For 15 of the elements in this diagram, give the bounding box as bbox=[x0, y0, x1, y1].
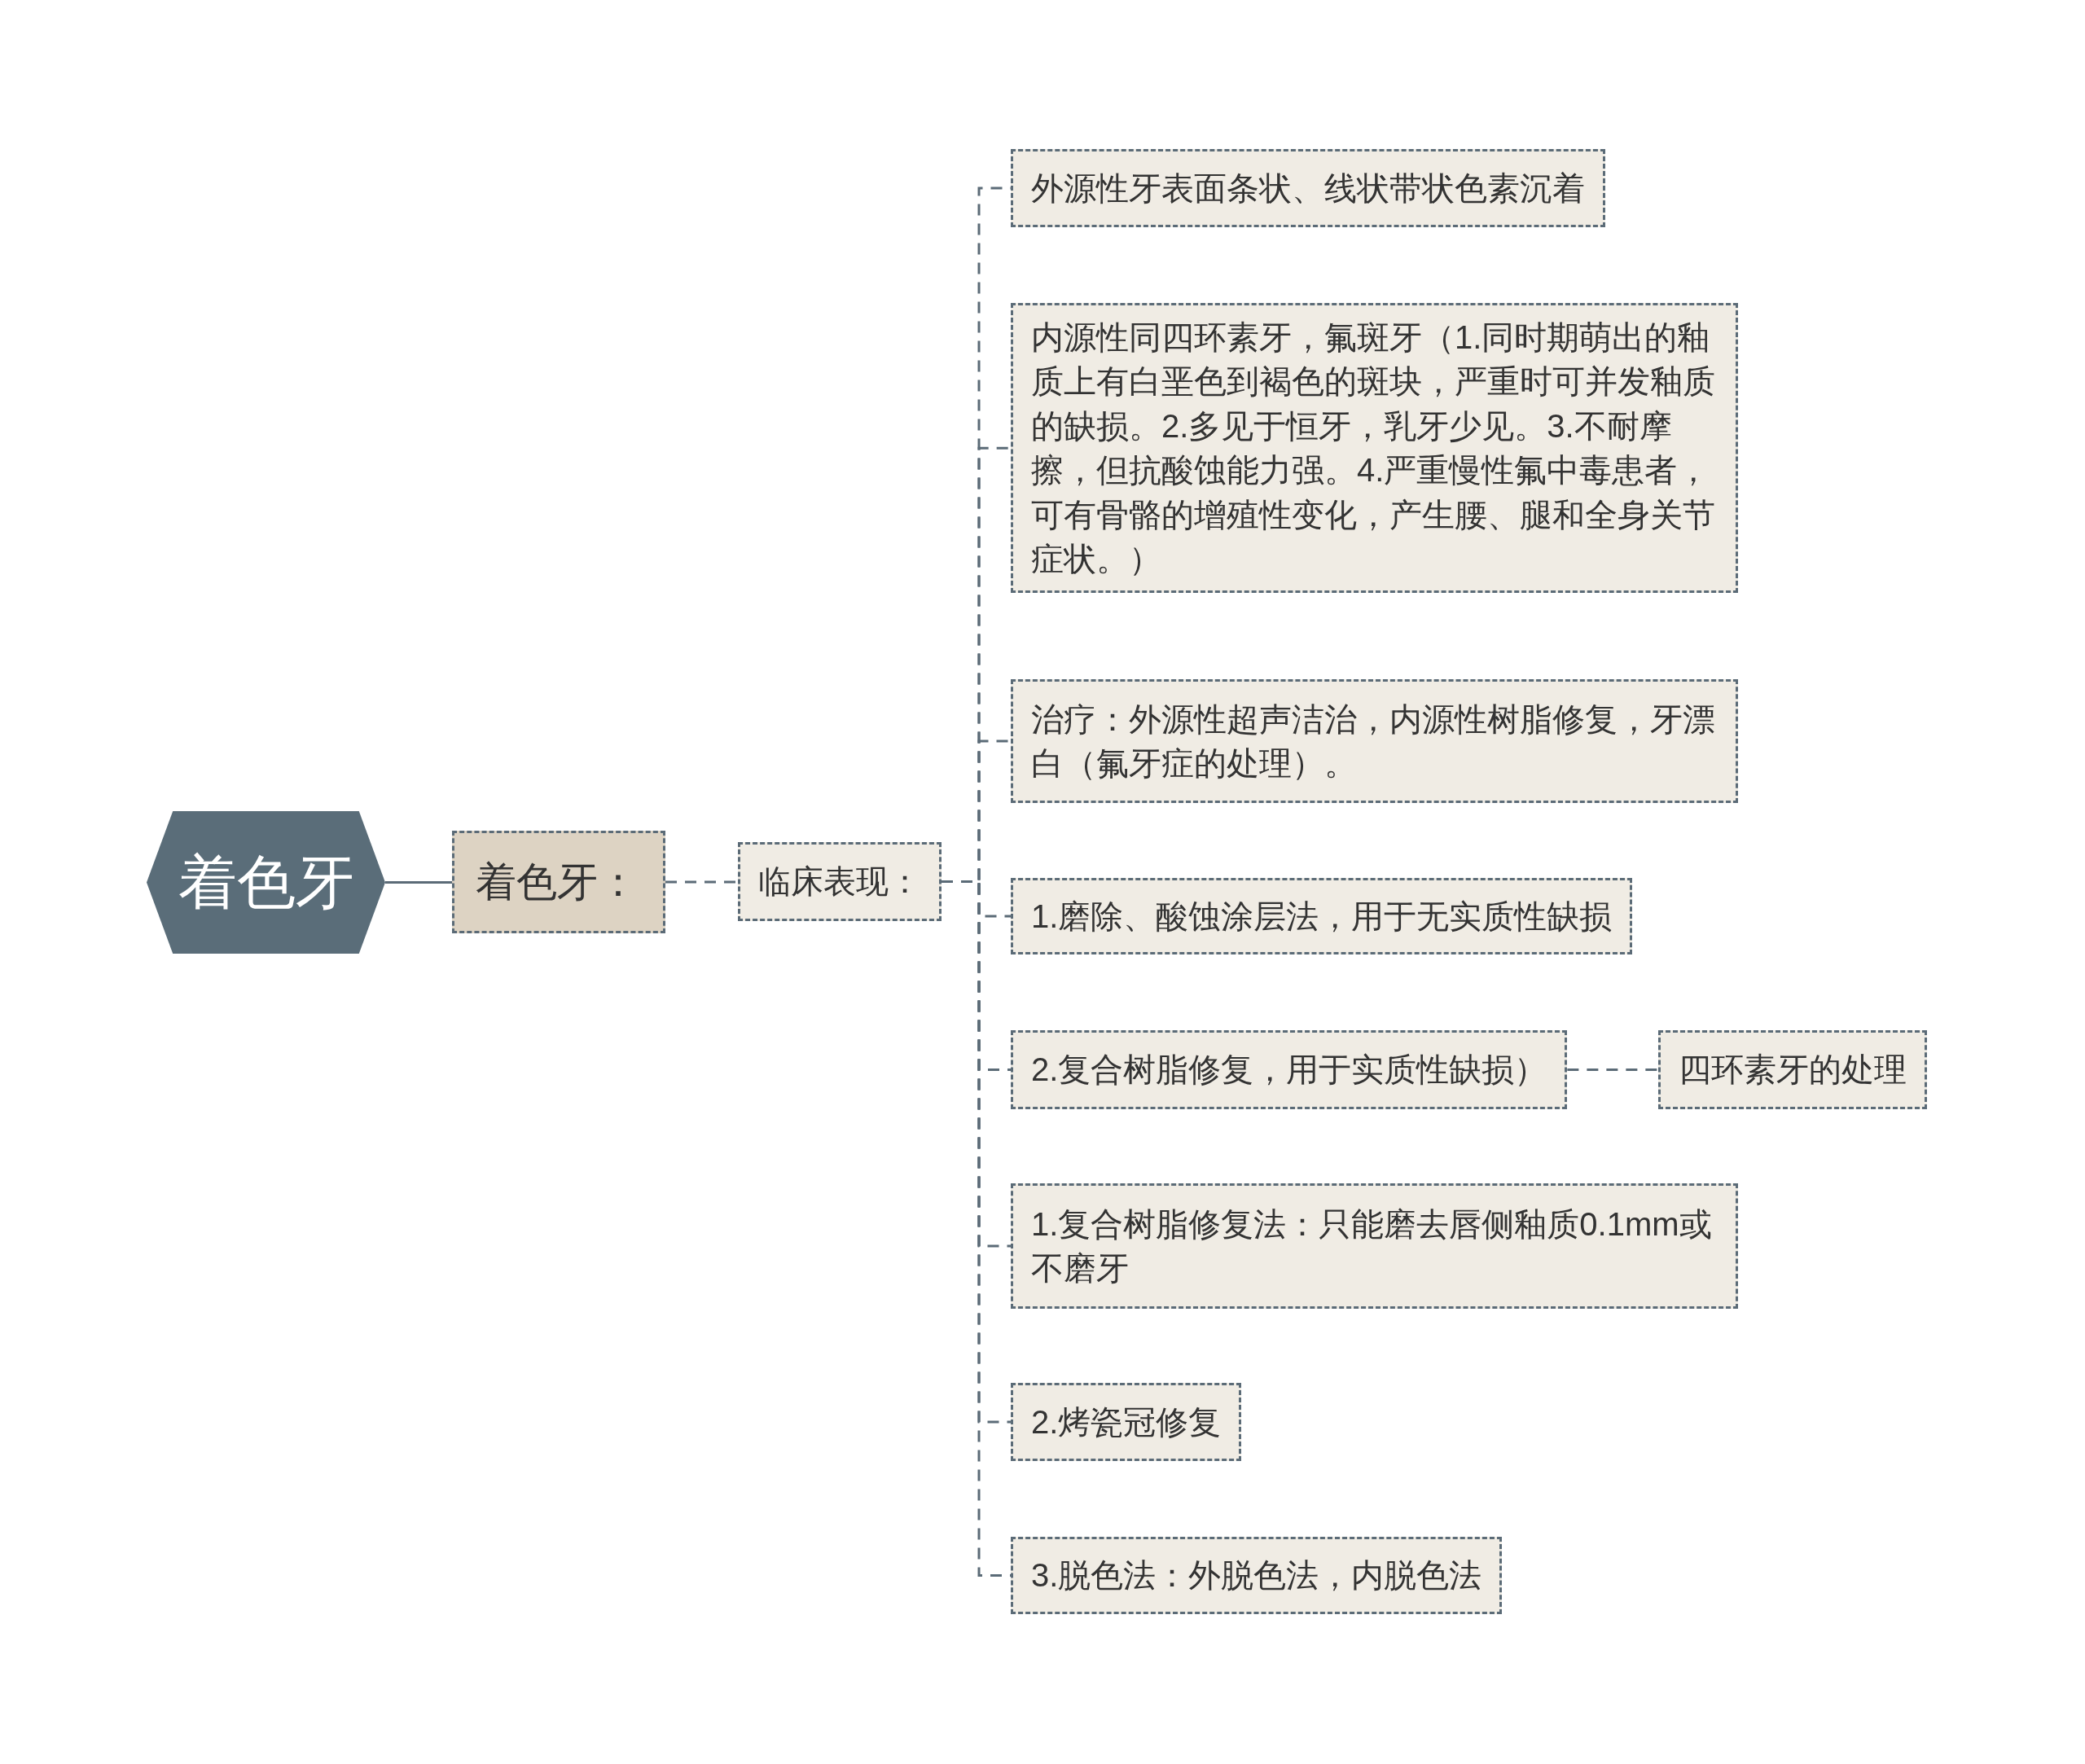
note-box: 2.烤瓷冠修复 bbox=[1011, 1383, 1242, 1461]
subtopic-box: 临床表现： bbox=[738, 842, 942, 921]
note-box: 1.磨除、酸蚀涂层法，用于无实质性缺损 bbox=[1011, 878, 1633, 954]
note-box: 外源性牙表面条状、线状带状色素沉着 bbox=[1011, 149, 1605, 227]
note-box: 2.复合树脂修复，用于实质性缺损） bbox=[1011, 1030, 1568, 1109]
note-box: 1.复合树脂修复法：只能磨去唇侧釉质0.1mm或不磨牙 bbox=[1011, 1183, 1738, 1309]
note-box: 四环素牙的处理 bbox=[1658, 1030, 1927, 1109]
connector-line bbox=[385, 881, 452, 884]
note-box: 治疗：外源性超声洁治，内源性树脂修复，牙漂白（氟牙症的处理）。 bbox=[1011, 679, 1738, 803]
connector-line bbox=[665, 880, 738, 884]
hexagon-node: 着色牙 bbox=[147, 811, 385, 954]
note-box: 内源性同四环素牙，氟斑牙（1.同时期萌出的釉质上有白垩色到褐色的斑块，严重时可并发釉质的缺损。2.多见于恒牙，乳牙少见。3.不耐摩擦，但抗酸蚀能力强。4.严重慢性氟中毒患者，可有骨骼的增殖性变化，产生腰、腿和全身关节症状。） bbox=[1011, 303, 1738, 594]
connector-line bbox=[1567, 1068, 1658, 1071]
topic-box: 着色牙： bbox=[452, 831, 665, 933]
note-box: 3.脱色法：外脱色法，内脱色法 bbox=[1011, 1537, 1503, 1614]
